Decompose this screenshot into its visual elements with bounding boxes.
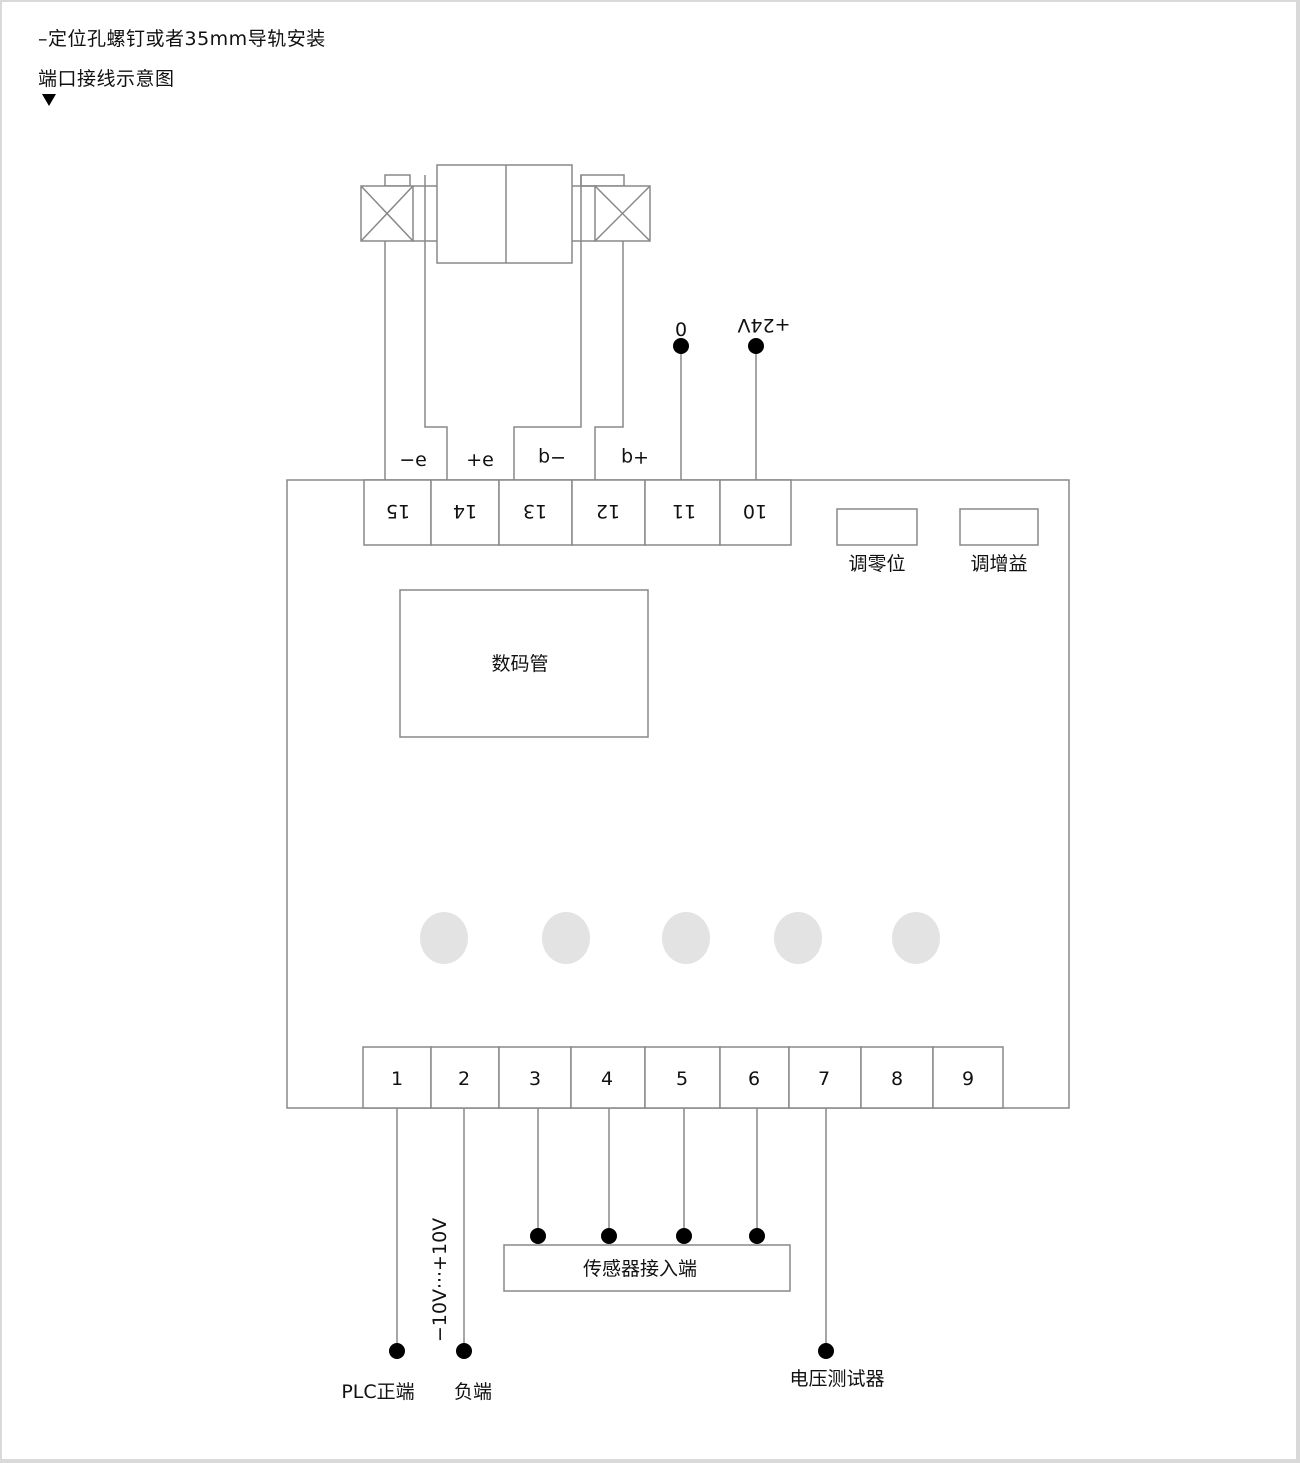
terminal-1-number: 1	[391, 1068, 403, 1090]
terminal-2-number: 2	[458, 1068, 470, 1090]
voltage-range-label: −10V···+10V	[429, 1218, 451, 1342]
terminal-9-number: 9	[962, 1068, 974, 1090]
bottom-labels: 1 2 3 4 5 6 7 8 9	[391, 1068, 974, 1090]
top-terminal-block	[363, 479, 792, 546]
gain-adjust-pot[interactable]	[959, 508, 1039, 546]
signal-0v: 0	[675, 319, 687, 341]
terminal-11-number: 11	[672, 500, 696, 522]
terminal-5-number: 5	[676, 1068, 688, 1090]
indicator-light	[420, 912, 468, 964]
terminal-13	[498, 479, 573, 546]
module-frame	[286, 479, 1070, 1109]
signal-minus-e: −e	[399, 449, 427, 471]
signal-24v: +24V	[737, 314, 790, 336]
display-label: 数码管	[491, 653, 548, 675]
terminal-11	[644, 479, 721, 546]
digital-display	[399, 589, 649, 738]
terminal-1	[362, 1046, 432, 1109]
right-tab	[580, 174, 625, 187]
terminal-15-number: 15	[386, 500, 410, 522]
terminal-6-number: 6	[748, 1068, 760, 1090]
mounting-note: –定位孔螺钉或者35mm导轨安装	[38, 28, 326, 50]
zero-adjust-pot[interactable]	[836, 508, 918, 546]
bottom-terminal-block	[362, 1046, 1004, 1109]
diagram-title: 端口接线示意图	[38, 68, 175, 90]
power-0v-dot	[673, 338, 689, 354]
sensor-body	[436, 164, 573, 264]
terminal-3	[498, 1046, 572, 1109]
output-wires	[389, 1108, 834, 1359]
sensor-dot	[530, 1228, 546, 1244]
terminal-7-number: 7	[818, 1068, 830, 1090]
terminal-4	[570, 1046, 646, 1109]
tester-dot	[818, 1343, 834, 1359]
gain-adjust-label: 调增益	[970, 553, 1027, 575]
terminal-7	[788, 1046, 862, 1109]
sensor-input-box	[503, 1244, 791, 1292]
terminal-12-number: 12	[596, 500, 620, 522]
terminal-14	[430, 479, 500, 546]
triangle-down-icon	[42, 94, 56, 106]
plc-positive-label: PLC正端	[341, 1381, 414, 1403]
terminal-6	[719, 1046, 790, 1109]
indicator-light	[892, 912, 940, 964]
left-tab	[384, 174, 411, 187]
terminal-14-number: 14	[453, 500, 477, 522]
terminal-12	[571, 479, 646, 546]
indicator-light	[662, 912, 710, 964]
zero-adjust-label: 调零位	[848, 553, 905, 575]
power-24v-dot	[748, 338, 764, 354]
plc-positive-dot	[389, 1343, 405, 1359]
right-x-box-icon	[594, 185, 651, 242]
load-cell-sensor	[360, 164, 651, 264]
terminal-13-number: 13	[523, 500, 547, 522]
terminal-9	[932, 1046, 1004, 1109]
terminal-8-number: 8	[891, 1068, 903, 1090]
negative-label: 负端	[454, 1381, 492, 1403]
indicator-lights	[420, 912, 940, 964]
sensor-dot	[601, 1228, 617, 1244]
indicator-light	[774, 912, 822, 964]
sensor-dot	[676, 1228, 692, 1244]
sensor-dot	[749, 1228, 765, 1244]
terminal-2	[430, 1046, 500, 1109]
component-labels: 调零位 调增益 数码管 传感器接入端 PLC正端 负端 电压测试器 −10V··…	[341, 553, 1027, 1403]
terminal-10	[719, 479, 792, 546]
terminal-5	[644, 1046, 721, 1109]
terminal-4-number: 4	[601, 1068, 613, 1090]
voltage-tester-label: 电压测试器	[789, 1368, 884, 1390]
indicator-light	[542, 912, 590, 964]
signal-plus-q: +q	[621, 447, 649, 469]
signal-minus-q: −q	[538, 447, 566, 469]
terminal-15	[363, 479, 432, 546]
sensor-input-label: 传感器接入端	[583, 1258, 697, 1280]
terminal-3-number: 3	[529, 1068, 541, 1090]
signal-plus-e: +e	[466, 449, 494, 471]
negative-dot	[456, 1343, 472, 1359]
terminal-10-number: 10	[743, 500, 767, 522]
left-x-box-icon	[360, 185, 414, 242]
top-labels: 15 14 13 12 11 10 −e +e −q +q 0 +24V	[386, 314, 791, 522]
sensor-wires	[384, 175, 764, 480]
